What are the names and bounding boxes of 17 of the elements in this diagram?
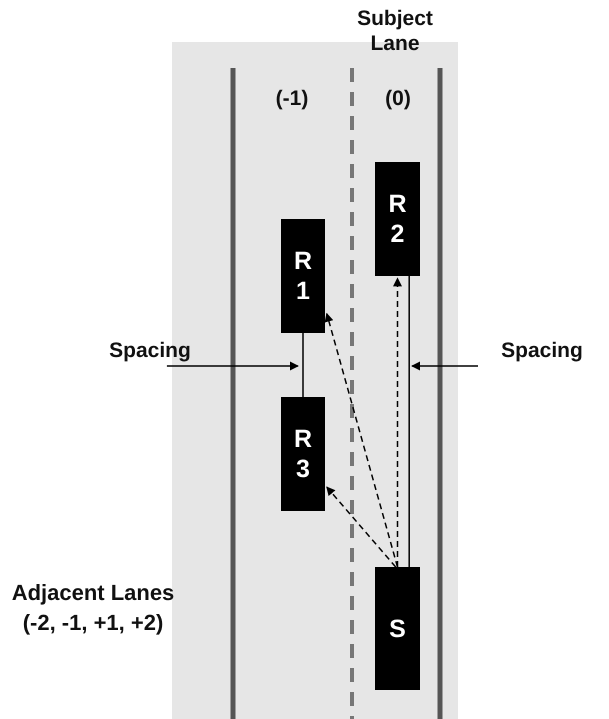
dashed-arrow — [326, 486, 396, 568]
dashed-arrow — [324, 312, 398, 568]
spacing-label: Spacing — [85, 338, 215, 366]
dashed-arrow — [393, 277, 402, 567]
lane-note: Adjacent Lanes (-2, -1, +1, +2) — [10, 579, 176, 637]
vehicle-box: R 3 — [281, 397, 325, 511]
leader-line — [166, 362, 299, 370]
vehicle-box: R 2 — [375, 162, 420, 276]
spacing-line — [302, 333, 304, 397]
spacing-label: Spacing — [478, 338, 606, 366]
lane-title: Subject Lane — [356, 6, 434, 56]
vehicle-box: S — [375, 567, 420, 690]
vehicle-box: R 1 — [281, 219, 325, 333]
lane-number: (0) — [384, 86, 412, 111]
leader-line — [411, 362, 478, 370]
lane-number: (-1) — [274, 86, 310, 111]
spacing-line — [408, 276, 410, 567]
